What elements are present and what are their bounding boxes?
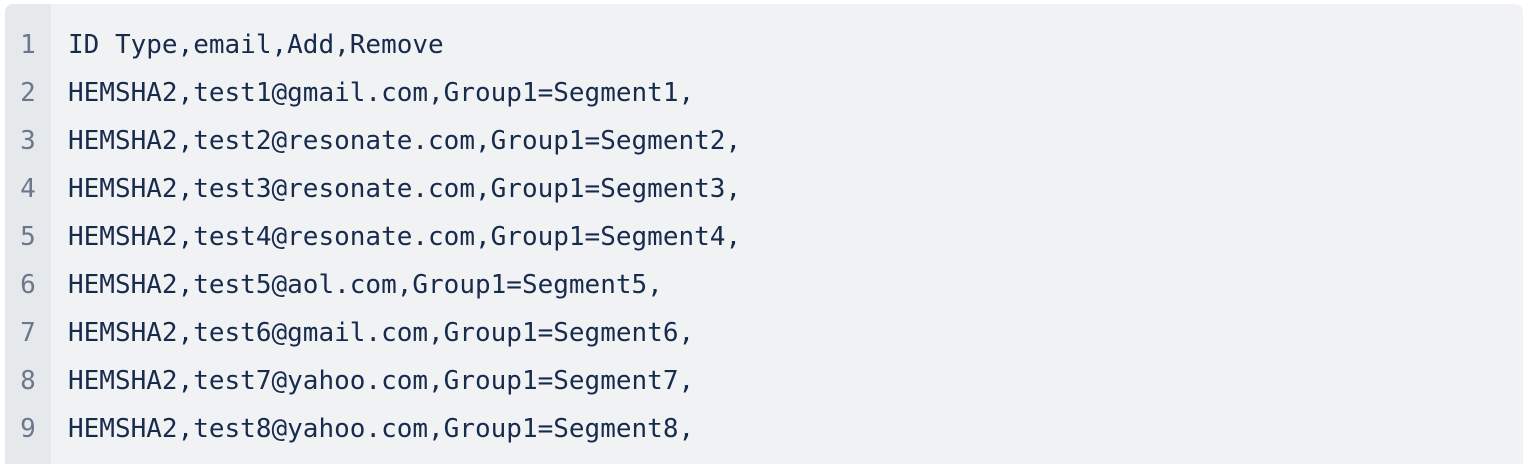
- code-line: HEMSHA2,test6@gmail.com,Group1=Segment6,: [68, 318, 695, 348]
- code-line: HEMSHA2,test3@resonate.com,Group1=Segmen…: [68, 174, 742, 204]
- code-line: HEMSHA2,test5@aol.com,Group1=Segment5,: [68, 270, 663, 300]
- line-number: 9: [20, 414, 36, 444]
- line-number: 2: [20, 78, 36, 108]
- line-number: 3: [20, 126, 36, 156]
- line-number-gutter: 1 2 3 4 5 6 7 8 9: [5, 4, 51, 464]
- code-line: ID Type,email,Add,Remove: [68, 30, 444, 60]
- code-block: 1 2 3 4 5 6 7 8 9 ID Type,email,Add,Remo…: [5, 4, 1523, 464]
- code-line: HEMSHA2,test4@resonate.com,Group1=Segmen…: [68, 222, 742, 252]
- code-line: HEMSHA2,test8@yahoo.com,Group1=Segment8,: [68, 414, 695, 444]
- line-number: 1: [20, 30, 36, 60]
- code-line: HEMSHA2,test2@resonate.com,Group1=Segmen…: [68, 126, 742, 156]
- code-line: HEMSHA2,test7@yahoo.com,Group1=Segment7,: [68, 366, 695, 396]
- code-content[interactable]: ID Type,email,Add,Remove HEMSHA2,test1@g…: [51, 4, 1523, 464]
- line-number: 8: [20, 366, 36, 396]
- line-number: 4: [20, 174, 36, 204]
- line-number: 6: [20, 270, 36, 300]
- code-line: HEMSHA2,test1@gmail.com,Group1=Segment1,: [68, 78, 695, 108]
- line-number: 7: [20, 318, 36, 348]
- line-number: 5: [20, 222, 36, 252]
